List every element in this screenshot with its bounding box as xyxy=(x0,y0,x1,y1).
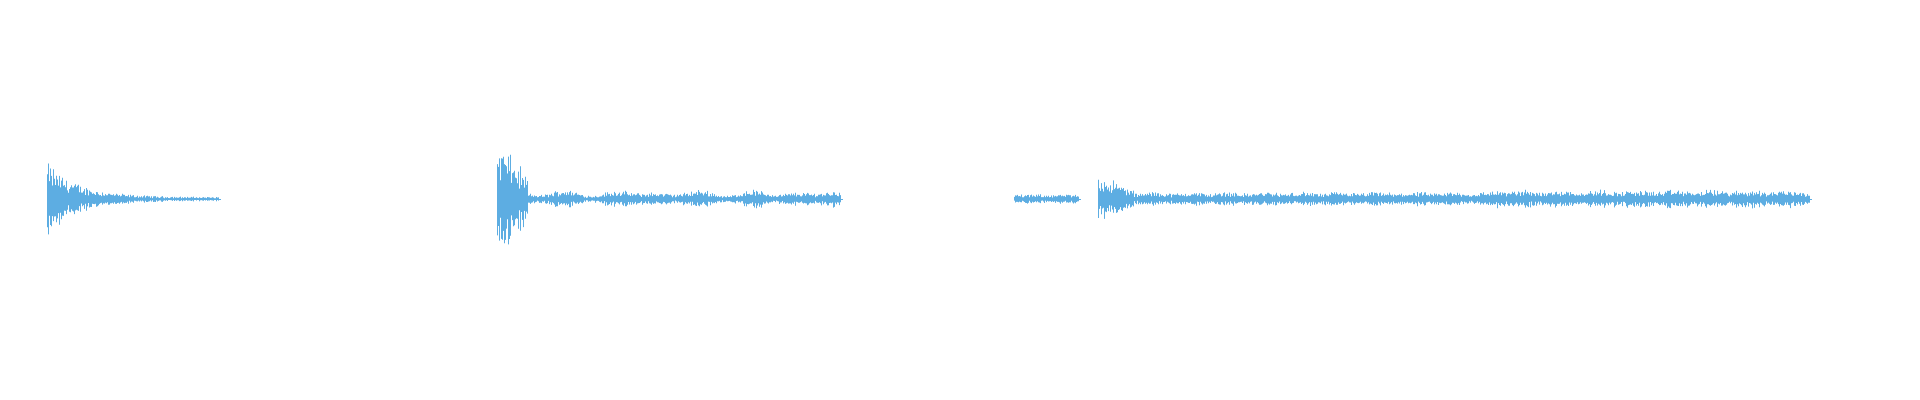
waveform-samples xyxy=(1098,179,1812,219)
waveform-samples xyxy=(47,163,221,235)
waveform-clip-1 xyxy=(47,163,221,235)
waveform-clip-4 xyxy=(1098,179,1812,219)
waveform-samples xyxy=(497,154,843,245)
waveform-clip-3 xyxy=(1014,194,1081,204)
waveform-clip-2 xyxy=(497,154,843,245)
waveform-samples xyxy=(1014,194,1081,204)
